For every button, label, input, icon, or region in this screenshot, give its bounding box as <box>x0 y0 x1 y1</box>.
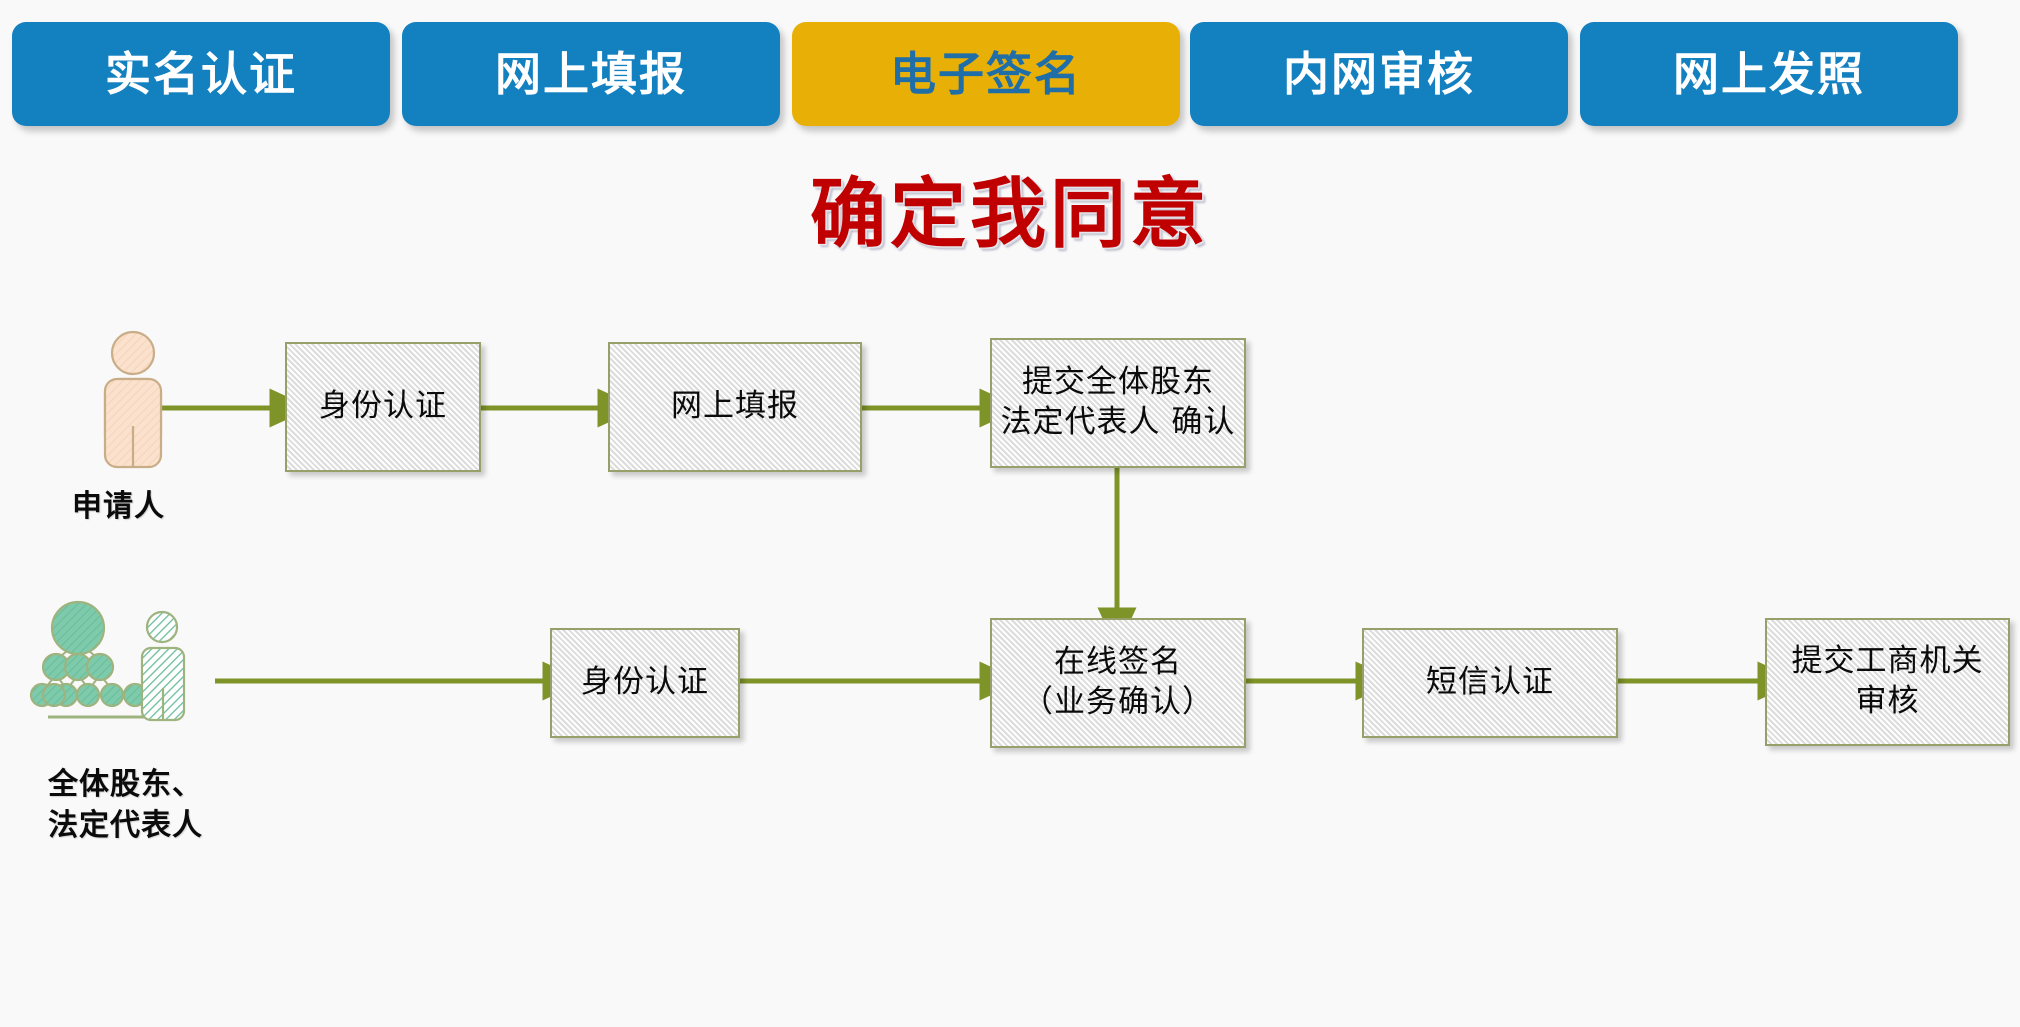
page-title: 确定我同意 <box>810 169 1210 258</box>
person-icon <box>88 330 178 470</box>
tab-label: 实名认证 <box>105 47 297 101</box>
step-box-sms-verification[interactable]: 短信认证 <box>1362 628 1618 738</box>
tab-label: 网上发照 <box>1673 47 1865 101</box>
tab-online-filing[interactable]: 网上填报 <box>402 22 780 126</box>
actor-label-shareholders: 全体股东、 法定代表人 <box>48 767 203 843</box>
step-label: 提交工商机关 审核 <box>1791 643 1984 719</box>
step-label: 提交全体股东 法定代表人 确认 <box>1000 364 1236 440</box>
tab-label: 电子签名 <box>890 47 1082 101</box>
tab-label: 内网审核 <box>1283 47 1475 101</box>
step-label: 短信认证 <box>1426 664 1554 701</box>
actor-label-applicant: 申请人 <box>72 489 165 524</box>
step-label: 在线签名 （业务确认） <box>1022 644 1214 720</box>
process-step-tabbar: 实名认证 网上填报 电子签名 内网审核 网上发照 <box>0 22 2020 132</box>
step-box-online-filing[interactable]: 网上填报 <box>608 342 862 472</box>
step-label: 网上填报 <box>671 388 799 425</box>
step-label: 身份认证 <box>319 388 447 425</box>
step-box-identity-auth-row2[interactable]: 身份认证 <box>550 628 740 738</box>
org-hierarchy-icon <box>29 600 220 750</box>
step-box-submit-shareholder-confirm[interactable]: 提交全体股东 法定代表人 确认 <box>990 338 1246 468</box>
tab-real-name-auth[interactable]: 实名认证 <box>12 22 390 126</box>
step-box-submit-to-authority-review[interactable]: 提交工商机关 审核 <box>1765 618 2010 746</box>
tab-intranet-review[interactable]: 内网审核 <box>1190 22 1568 126</box>
tab-label: 网上填报 <box>495 47 687 101</box>
step-box-online-signature[interactable]: 在线签名 （业务确认） <box>990 618 1246 748</box>
step-box-identity-auth-row1[interactable]: 身份认证 <box>285 342 481 472</box>
step-label: 身份认证 <box>581 664 709 701</box>
tab-online-license-issue[interactable]: 网上发照 <box>1580 22 1958 126</box>
tab-electronic-signature[interactable]: 电子签名 <box>792 22 1180 126</box>
